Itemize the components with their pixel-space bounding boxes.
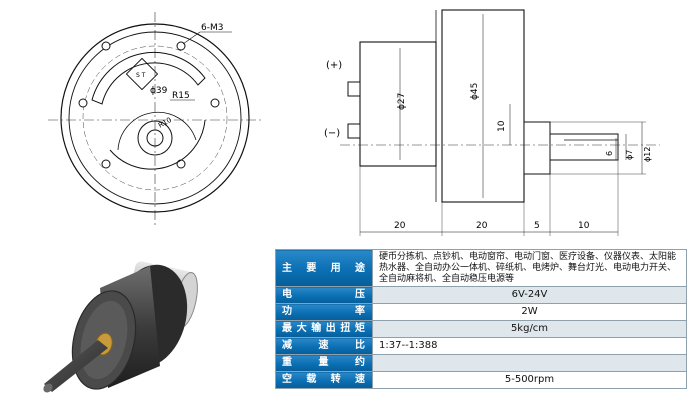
spec-label: 最大输出扭矩 [275,320,373,338]
holes-label: 6-M3 [201,23,223,33]
spec-label: 重量约 [275,354,373,372]
spec-value: 5-500rpm [372,371,687,389]
spec-label: 功率 [275,303,373,321]
spec-value: 硬币分拣机、点钞机、电动窗帘、电动门窗、医疗设备、仪器仪表、太阳能热水器、全自动… [372,249,687,287]
spec-table: 主要用途 硬币分拣机、点钞机、电动窗帘、电动门窗、医疗设备、仪器仪表、太阳能热水… [275,249,687,389]
holes-leader [182,31,201,45]
spec-row-usage: 主要用途 硬币分拣机、点钞机、电动窗帘、电动门窗、医疗设备、仪器仪表、太阳能热水… [275,249,687,287]
r10-label: R10 [157,116,173,130]
len20b-label: 20 [476,221,488,231]
dim45-label: ϕ45 [470,83,480,100]
spec-value: 2W [372,303,687,321]
arc-slot [91,51,206,105]
spec-value: 6V-24V [372,286,687,304]
r15-label: R15 [172,91,190,101]
side-view-drawing: (+) (−) ϕ27 ϕ45 10 6 ϕ7 ϕ12 20 20 5 10 [324,9,660,236]
dim12-label: ϕ12 [643,147,652,162]
bolt-circle [82,45,228,191]
motor-body [359,41,437,167]
spec-label: 电压 [275,286,373,304]
diamond-mark [125,57,159,91]
mounting-holes [78,41,220,169]
output-shaft [549,133,619,161]
dim6-label: 6 [605,151,614,156]
dim27-label: ϕ27 [397,93,407,110]
spec-row-weight: 重量约 [275,354,687,372]
small-arc [117,111,197,151]
mount-hole [101,41,111,51]
shaft-hole [146,129,164,147]
output-boss [523,121,551,175]
output-shaft-photo [44,340,108,392]
spec-row-ratio: 减速比 1:37--1:388 [275,337,687,355]
mount-hole [78,98,88,108]
shaft-tip [43,383,53,393]
shaft-outer [137,120,173,156]
terminal-plus [347,81,361,97]
mount-hole [210,98,220,108]
spec-value: 1:37--1:388 [372,337,687,355]
spec-value [372,354,687,372]
dia39-label: ϕ39 [150,86,168,96]
spec-row-power: 功率 2W [275,303,687,321]
spec-label: 减速比 [275,337,373,355]
dim10v-label: 10 [497,120,507,132]
mark-label: S T [136,72,146,79]
spec-row-speed: 空载转速 5-500rpm [275,371,687,389]
front-view-drawing: S T 6-M3 ϕ39 R15 R10 [48,12,262,226]
motor-photo [43,261,198,393]
minus-label: (−) [324,128,340,139]
dim7-label: ϕ7 [625,150,634,160]
outer-flange-circle [60,23,250,213]
spec-label: 主要用途 [275,249,373,287]
spec-row-voltage: 电压 6V-24V [275,286,687,304]
inner-flange-circle [68,31,242,205]
mount-hole [101,159,111,169]
len5-label: 5 [534,221,540,231]
plus-label: (+) [326,60,342,71]
spec-value: 5kg/cm [372,320,687,338]
spec-label: 空载转速 [275,371,373,389]
terminal-minus [347,123,361,139]
len10-label: 10 [578,221,590,231]
len20a-label: 20 [394,221,406,231]
mount-hole [176,159,186,169]
arc-slot-lower [109,119,206,170]
spec-row-torque: 最大输出扭矩 5kg/cm [275,320,687,338]
